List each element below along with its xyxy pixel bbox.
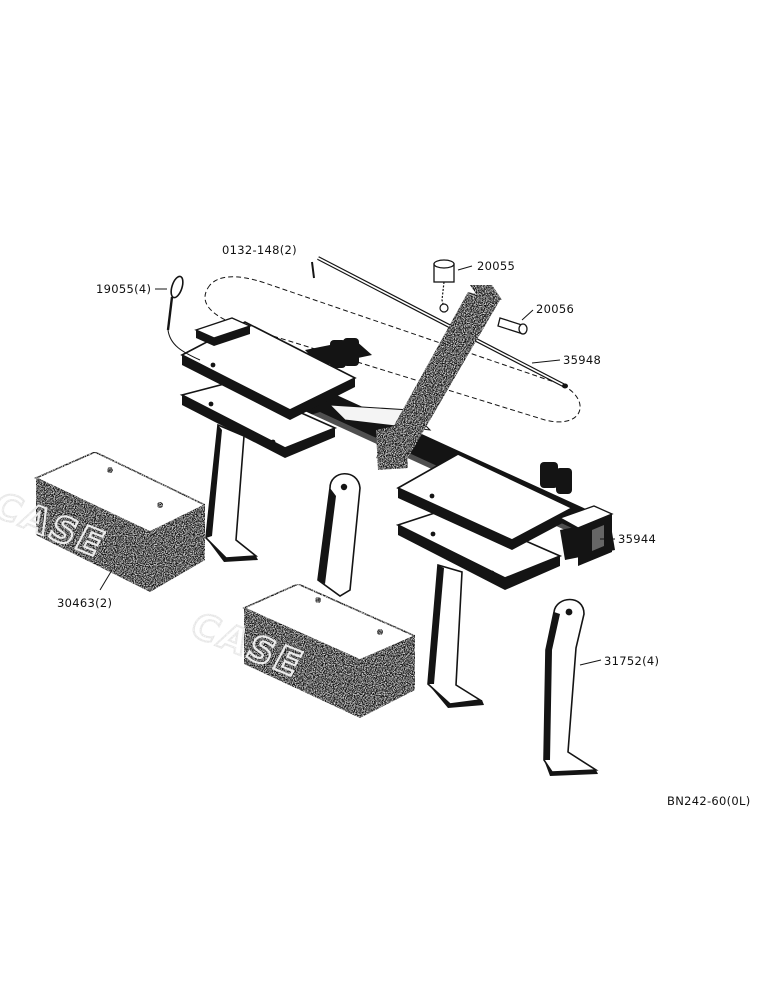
weight-left: CASE <box>0 451 207 592</box>
shank-middle <box>317 473 361 597</box>
chained-pin-20055 <box>433 259 455 313</box>
label-part-35944: 35944 <box>618 532 656 546</box>
shank-left <box>205 423 259 562</box>
hair-pin-19055 <box>166 275 201 361</box>
rod-35948 <box>317 256 568 389</box>
rear-bar <box>305 338 572 494</box>
hitch-mast <box>376 285 502 470</box>
label-part-31752: 31752(4) <box>604 654 659 668</box>
left-clamp-assembly <box>179 317 357 458</box>
label-part-0132-148: 0132-148(2) <box>222 243 297 257</box>
leader-lines <box>99 265 615 666</box>
drawing-number: BN242-60(0L) <box>667 794 751 808</box>
weight-right: CASE <box>182 583 417 718</box>
pin-20056 <box>497 317 528 335</box>
label-part-20055: 20055 <box>477 259 515 273</box>
shank-loose-31752 <box>543 598 599 776</box>
label-part-20056: 20056 <box>536 302 574 316</box>
label-part-30463: 30463(2) <box>57 596 112 610</box>
right-clamp-assembly <box>395 453 614 590</box>
label-part-35948: 35948 <box>563 353 601 367</box>
shank-right <box>427 563 484 708</box>
cotter-pin-0132-148 <box>311 261 315 279</box>
label-part-19055: 19055(4) <box>96 282 151 296</box>
dashed-loop-outline <box>204 276 581 423</box>
